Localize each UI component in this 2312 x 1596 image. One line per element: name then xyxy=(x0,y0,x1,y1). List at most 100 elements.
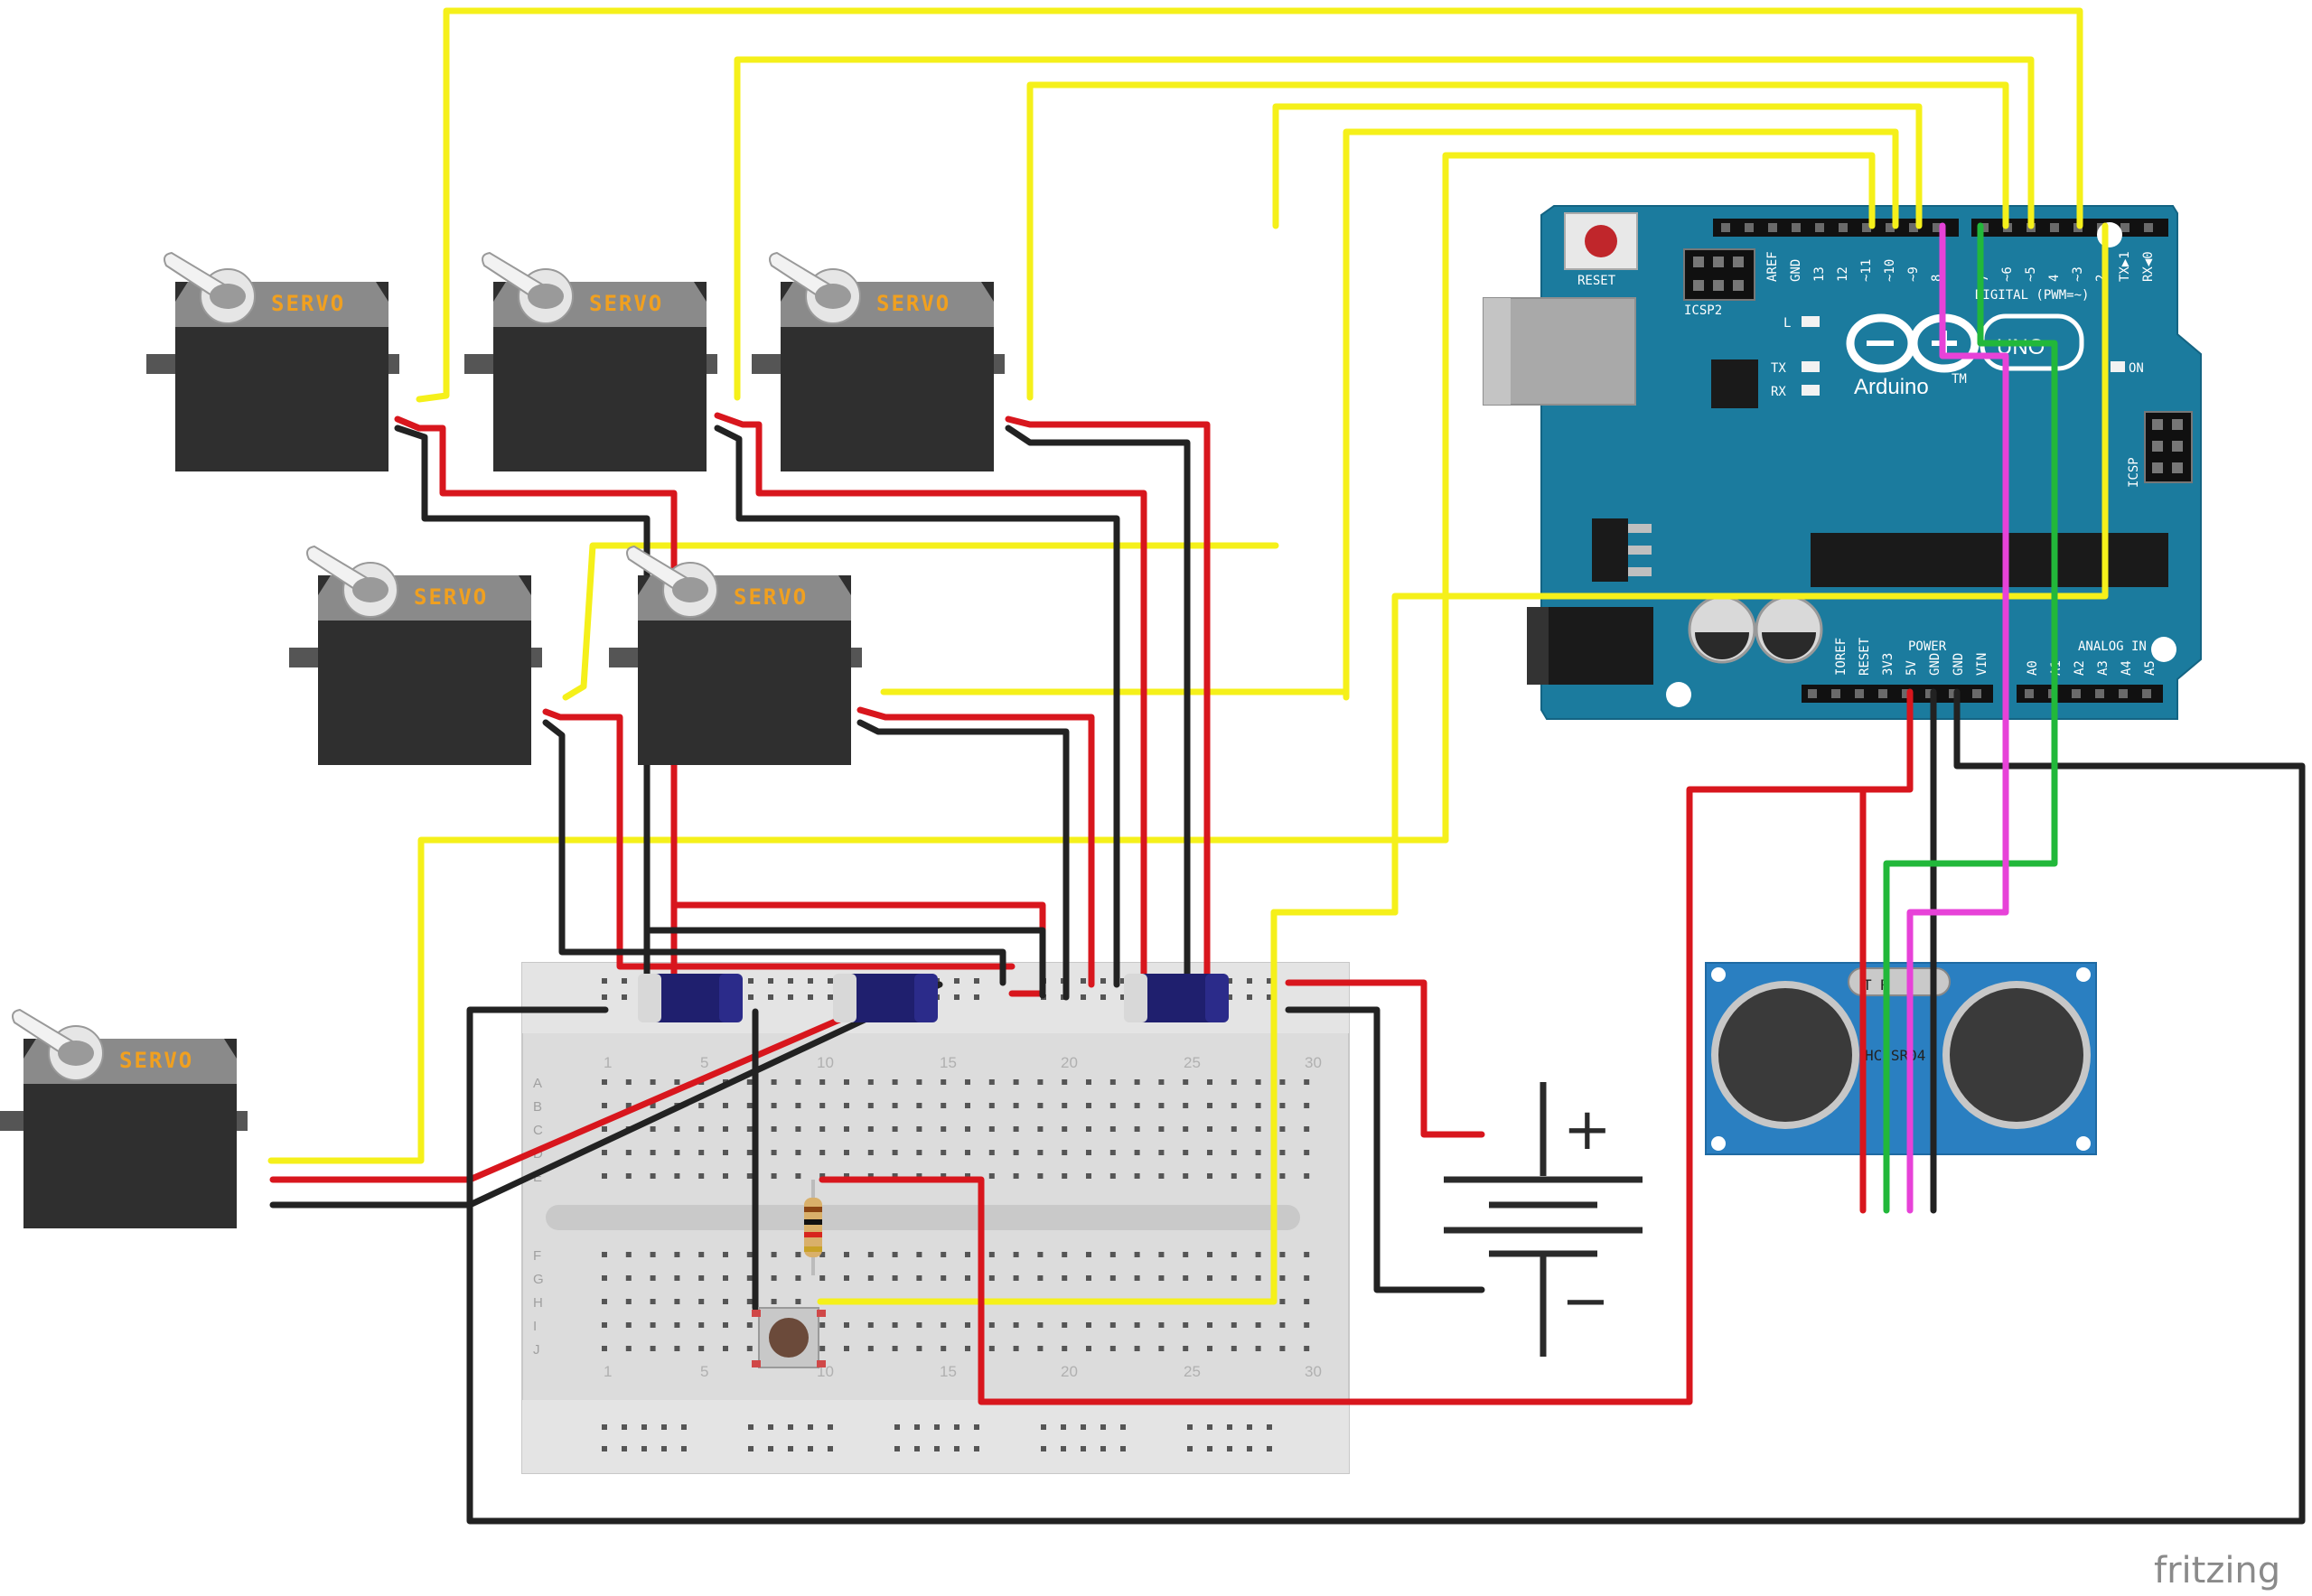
ground-wire xyxy=(1285,1006,1485,1293)
digital-pin-label: ~6 xyxy=(2000,266,2015,282)
arduino-trademark: TM xyxy=(1952,372,1967,387)
mounting-hole xyxy=(2151,637,2176,662)
servo-label: SERVO xyxy=(119,1048,193,1073)
wires xyxy=(267,7,2306,1525)
row-letter: E xyxy=(533,1170,542,1185)
servo-label: SERVO xyxy=(589,291,663,316)
led-l xyxy=(1802,316,1820,327)
digital-pin-label: ~9 xyxy=(1906,266,1921,282)
ultrasonic-sensor: T R HC-SR04 xyxy=(1705,962,2097,1155)
breadboard-center-channel xyxy=(546,1205,1300,1230)
power-wire xyxy=(670,900,1046,997)
power-pin-label: GND xyxy=(1952,653,1966,676)
power-pin-label: RESET xyxy=(1858,637,1872,676)
led-rx xyxy=(1802,385,1820,396)
power-wire xyxy=(542,708,1016,970)
signal-wire xyxy=(1026,81,2009,401)
voltage-regulator xyxy=(1592,518,1652,582)
push-button[interactable] xyxy=(752,1307,826,1368)
led-l-label: L xyxy=(1783,316,1791,331)
row-letter: F xyxy=(533,1248,541,1264)
breadboard: 1 5 10 15 20 25 30 1 5 10 15 20 25 30 A … xyxy=(521,962,1350,1474)
reset-label: RESET xyxy=(1577,274,1616,288)
breadboard-row-letters: A B C D E F G H I J xyxy=(533,1076,544,1358)
row-letter: A xyxy=(533,1076,542,1091)
servo-motor: SERVO xyxy=(0,1008,248,1228)
analog-label: ANALOG IN xyxy=(2078,639,2147,654)
column-number: 1 xyxy=(604,1054,612,1071)
push-button-cap xyxy=(769,1318,809,1358)
digital-pin-label: TX▶1 xyxy=(2118,251,2132,282)
breadboard-column-numbers-top: 1 5 10 15 20 25 30 xyxy=(604,1054,1322,1071)
icsp2-label: ICSP2 xyxy=(1684,303,1722,318)
signal-wire xyxy=(562,542,1279,701)
signal-wire xyxy=(416,7,2083,403)
analog-pin-label: A0 xyxy=(2026,660,2040,676)
board-capacitor xyxy=(1688,595,1756,664)
power-wire xyxy=(1005,415,1211,979)
signal-wire xyxy=(1272,103,1923,229)
resistor xyxy=(804,1180,822,1275)
capacitor xyxy=(638,974,743,1022)
icsp-label: ICSP xyxy=(2127,457,2141,488)
signal-wire xyxy=(1391,222,2109,916)
led-tx xyxy=(1802,361,1820,372)
mounting-hole xyxy=(2097,222,2122,247)
signal-wire xyxy=(267,836,1449,1164)
ground-wire xyxy=(647,927,1046,999)
column-number: 10 xyxy=(817,1054,834,1071)
signal-wire xyxy=(817,909,1278,1305)
servo-label: SERVO xyxy=(271,291,345,316)
row-letter: H xyxy=(533,1295,543,1311)
row-letter: I xyxy=(533,1319,537,1334)
digital-pin-label: RX◀0 xyxy=(2141,251,2156,282)
column-number: 25 xyxy=(1184,1054,1201,1071)
power-pin-label: VIN xyxy=(1975,653,1989,676)
digital-pin-label: ~10 xyxy=(1883,259,1897,282)
signal-wire xyxy=(1343,128,1899,701)
power-pin-label: IOREF xyxy=(1834,638,1849,676)
ground-wire xyxy=(466,688,2306,1525)
servo-motor: SERVO xyxy=(752,251,1005,471)
servo-label: SERVO xyxy=(876,291,950,316)
power-analog-header xyxy=(1802,685,2163,703)
servo-motor: SERVO xyxy=(146,251,399,471)
led-rx-label: RX xyxy=(1771,385,1786,399)
icsp2-header xyxy=(1683,248,1755,301)
board-capacitor xyxy=(1755,595,1823,664)
power-pin-label: 5V xyxy=(1905,660,1919,676)
digital-label: DIGITAL (PWM=~) xyxy=(1975,288,2089,303)
icsp-header xyxy=(2144,411,2193,483)
led-on-label: ON xyxy=(2129,361,2144,376)
analog-pin-label: A5 xyxy=(2143,660,2158,676)
fritzing-watermark: fritzing xyxy=(2154,1550,2280,1591)
sensor-wire xyxy=(1883,222,2058,1214)
breadboard-column-numbers-bottom: 1 5 10 15 20 25 30 xyxy=(604,1363,1322,1380)
digital-pin-label: ~11 xyxy=(1859,259,1874,282)
ground-wire xyxy=(856,719,1070,1001)
digital-pin-label: 7 xyxy=(1977,275,1991,282)
analog-pin-label: A4 xyxy=(2120,660,2134,676)
battery-minus: − xyxy=(1561,1268,1610,1335)
row-letter: D xyxy=(533,1146,543,1162)
column-number: 5 xyxy=(700,1363,708,1380)
column-number: 15 xyxy=(940,1363,957,1380)
power-wire xyxy=(819,688,1914,1405)
capacitor xyxy=(833,974,938,1022)
digital-pin-label: 8 xyxy=(1930,275,1944,282)
digital-pin-label: 4 xyxy=(2047,275,2062,282)
usb-chip xyxy=(1711,359,1758,408)
power-wire xyxy=(856,706,1095,988)
power-wire xyxy=(714,412,1147,979)
crystal-oscillator xyxy=(1848,967,1951,996)
power-pin-label: GND xyxy=(1928,653,1942,676)
digital-pin-label: GND xyxy=(1789,259,1803,282)
row-letter: B xyxy=(533,1099,542,1115)
ground-wire xyxy=(1005,425,1191,988)
atmega-chip xyxy=(1811,533,2168,587)
battery: + − xyxy=(1444,1082,1643,1357)
